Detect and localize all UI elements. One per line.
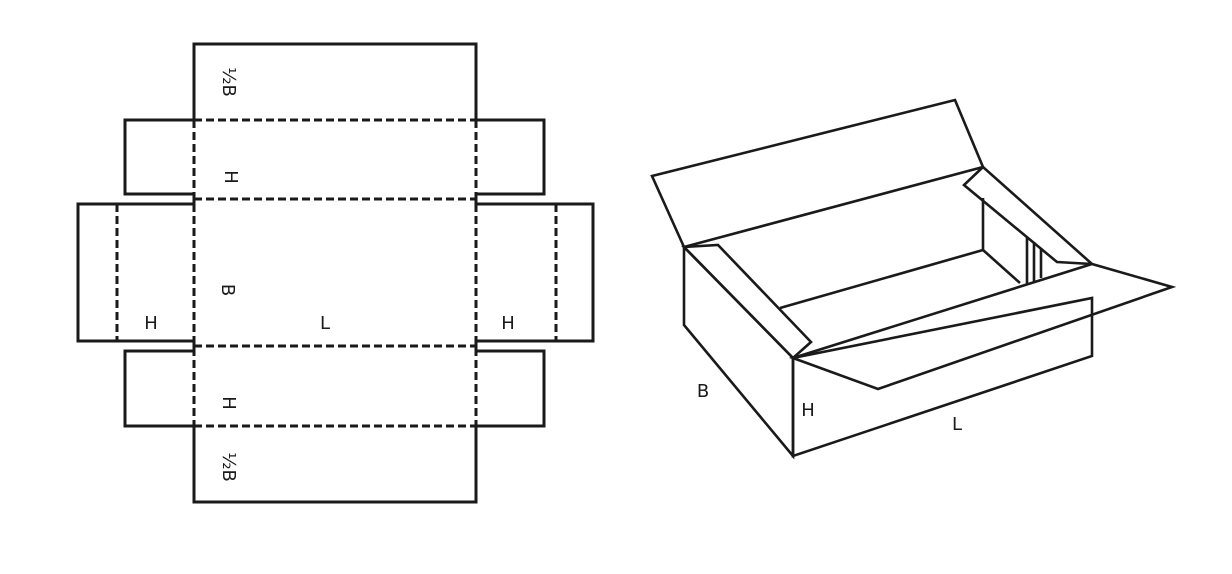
box-width-label: B bbox=[697, 381, 709, 402]
top-flap-label: ½B bbox=[218, 67, 239, 97]
interior-back-bottom-edge bbox=[779, 248, 984, 310]
front-wall bbox=[791, 296, 1094, 458]
back-flap bbox=[650, 98, 985, 249]
box-length-label: L bbox=[952, 414, 962, 435]
front-flap bbox=[788, 262, 1177, 391]
bottom-flap-label: ½B bbox=[218, 452, 239, 482]
open-box-3d: B H L bbox=[650, 98, 1177, 460]
upper-height-label: H bbox=[220, 170, 241, 184]
interior-right-floor-edge bbox=[982, 249, 1021, 284]
left-height-label: H bbox=[144, 313, 158, 334]
net-outline bbox=[76, 42, 595, 504]
base-label: B bbox=[217, 284, 238, 296]
flat-net: ½B H B L H H H ½B bbox=[76, 42, 595, 504]
length-label: L bbox=[320, 313, 330, 334]
lower-height-label: H bbox=[218, 396, 239, 410]
box-height-label: H bbox=[801, 400, 815, 421]
right-height-label: H bbox=[501, 313, 515, 334]
right-short-flap bbox=[962, 165, 1096, 266]
left-short-flap bbox=[681, 243, 813, 360]
left-end-wall bbox=[682, 243, 795, 460]
